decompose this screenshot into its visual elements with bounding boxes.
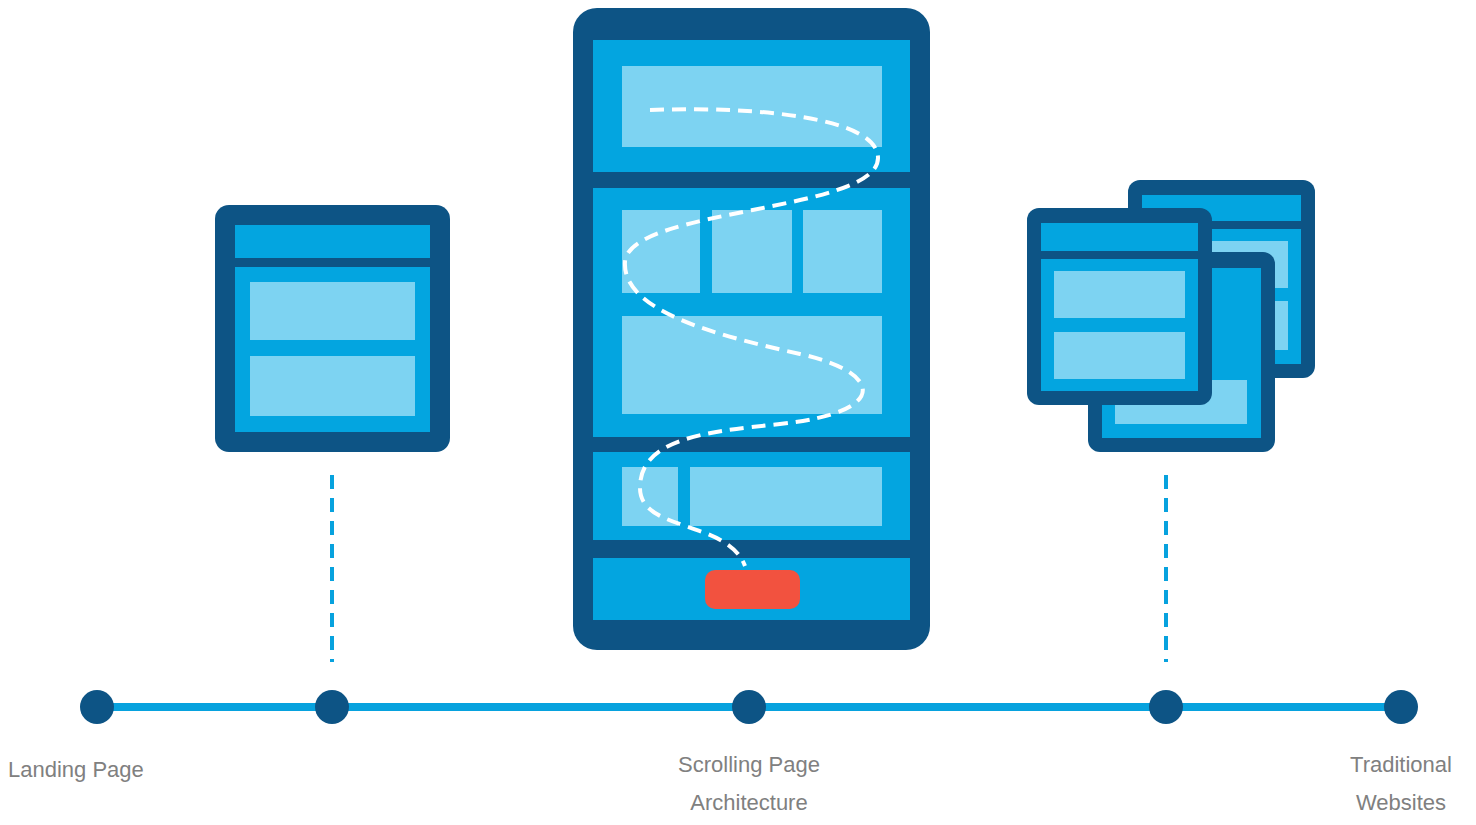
call-to-action-button: [705, 570, 800, 609]
page-section: [593, 40, 910, 172]
traditional-website-icon: [1027, 180, 1315, 452]
page-section: [593, 188, 910, 437]
leader-line: [330, 475, 334, 662]
page-body: [235, 267, 430, 432]
page-frame: [1027, 208, 1212, 405]
content-block: [622, 66, 882, 147]
timeline-dot: [1384, 690, 1418, 724]
axis-label: Scrolling Page Architecture: [639, 746, 859, 822]
content-block: [690, 467, 882, 526]
leader-line: [1164, 475, 1168, 662]
page-header: [235, 225, 430, 258]
content-block: [250, 356, 415, 416]
page-frame: [215, 205, 450, 452]
content-block: [622, 316, 882, 414]
timeline-dot: [80, 690, 114, 724]
scrolling-page-icon: [573, 8, 930, 650]
timeline-dot: [1149, 690, 1183, 724]
content-block: [622, 467, 678, 526]
content-block: [712, 210, 792, 293]
page-header: [1041, 223, 1198, 251]
landing-page-icon: [215, 205, 450, 452]
phone-frame: [573, 8, 930, 650]
axis-label: Landing Page: [8, 751, 188, 789]
content-block: [1054, 271, 1185, 318]
axis-label: Traditional Websites: [1334, 746, 1468, 822]
content-block: [803, 210, 882, 293]
content-block: [250, 282, 415, 340]
page-body: [1041, 259, 1198, 391]
content-block: [1054, 332, 1185, 379]
scroll-path: [625, 109, 878, 566]
timeline-dot: [732, 690, 766, 724]
page-section: [593, 558, 910, 620]
timeline-dot: [315, 690, 349, 724]
